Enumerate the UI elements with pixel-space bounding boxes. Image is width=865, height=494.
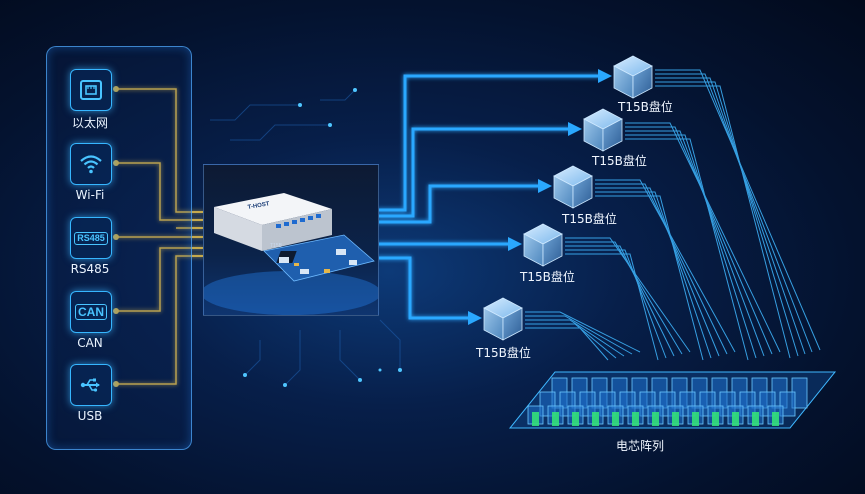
circuit-traces: [210, 89, 401, 386]
rs485-icon: RS485: [70, 217, 112, 259]
slot-cube-2: [583, 108, 623, 152]
slot-label-4: T15B盘位: [520, 270, 575, 284]
cell-array: [508, 371, 837, 429]
battery-cell-indicator: [652, 412, 659, 426]
circuit-dots: [243, 88, 402, 387]
usb-icon: [70, 364, 112, 406]
battery-cell-indicator: [772, 412, 779, 426]
battery-cell-indicator: [692, 412, 699, 426]
battery-cell-indicator: [612, 412, 619, 426]
interface-label-wifi: Wi-Fi: [75, 188, 105, 202]
wifi-icon: [70, 143, 112, 185]
slot-cube-1: [613, 55, 653, 99]
battery-cell-indicator: [552, 412, 559, 426]
slot-label-5: T15B盘位: [476, 346, 531, 360]
ethernet-port-icon: [70, 69, 112, 111]
battery-cell-indicator: [752, 412, 759, 426]
battery-cell-indicator: [632, 412, 639, 426]
interface-line-ends: [113, 86, 119, 387]
interface-label-ethernet: 以太网: [71, 116, 108, 130]
battery-cell: [779, 391, 796, 417]
slot-arrowheads: [468, 69, 612, 325]
rs485-icon-text: RS485: [74, 231, 108, 245]
controller-device: T-HOST T15B: [203, 164, 379, 316]
slot-cube-5: [483, 297, 523, 341]
slot-cube-4: [523, 223, 563, 267]
battery-cell-indicator: [732, 412, 739, 426]
slot-label-3: T15B盘位: [562, 212, 617, 226]
interface-label-rs485: RS485: [70, 262, 110, 276]
slot-arrows: [377, 74, 600, 320]
battery-cell-indicator: [672, 412, 679, 426]
slot-to-array-lines: [525, 69, 821, 361]
can-icon: CAN: [70, 291, 112, 333]
interface-lines: [116, 88, 205, 385]
battery-cell-indicator: [712, 412, 719, 426]
battery-cell-indicator: [572, 412, 579, 426]
controller-device-illustration: T-HOST T15B: [204, 193, 378, 315]
can-icon-text: CAN: [75, 304, 107, 320]
slot-label-2: T15B盘位: [592, 154, 647, 168]
interface-panel: [46, 46, 192, 450]
interface-label-usb: USB: [77, 409, 103, 423]
cell-array-label: 电芯阵列: [615, 439, 664, 453]
slot-cube-3: [553, 165, 593, 209]
slot-label-1: T15B盘位: [618, 100, 673, 114]
device-brand: T-HOST: [247, 201, 270, 211]
battery-cell-indicator: [532, 412, 539, 426]
battery-cell-indicator: [592, 412, 599, 426]
interface-label-can: CAN: [77, 336, 103, 350]
device-board-text: T15B: [270, 243, 283, 249]
